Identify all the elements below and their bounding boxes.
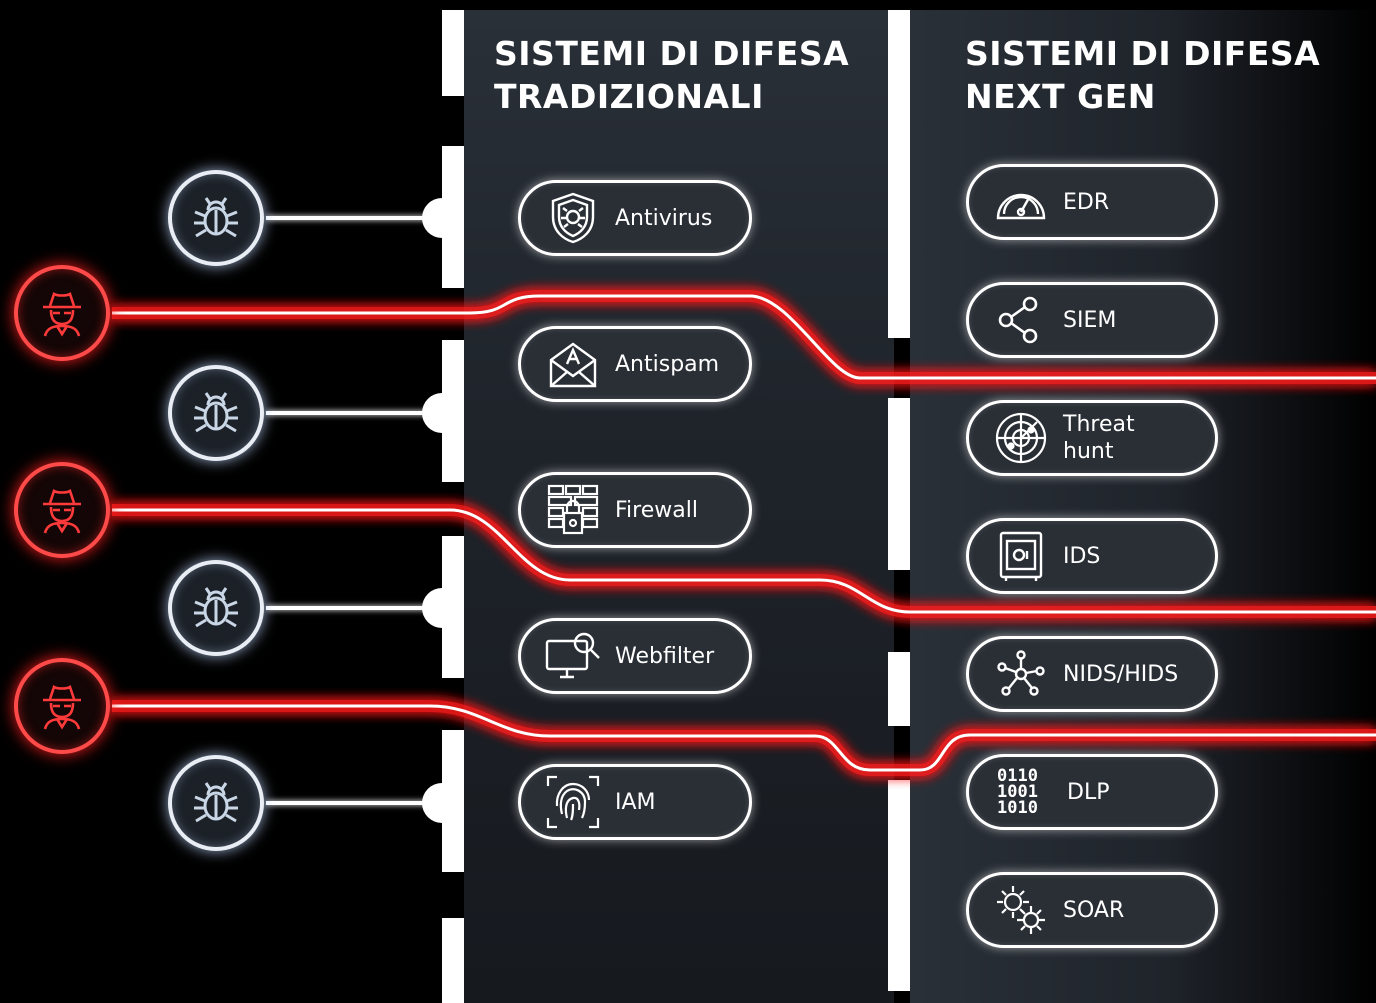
dlp-label: DLP [1067,779,1110,805]
iam-card: IAM [518,764,752,840]
hacker-threat-node [14,658,110,754]
binary-row: 1001 [997,782,1038,802]
monitor-search-icon [543,626,603,686]
antispam-label: Antispam [615,351,720,377]
traditional-rail-segment [442,730,464,872]
edr-card: EDR [966,164,1218,240]
speedometer-icon [991,172,1051,232]
siem-card: SIEM [966,282,1218,358]
binary-data-icon: 0110 1001 1010 [997,762,1051,822]
dlp-card: 0110 1001 1010 DLP [966,754,1218,830]
threat-hunt-label: Threat hunt [1063,412,1135,464]
nextgen-heading: SISTEMI DI DIFESA NEXT GEN [965,34,1321,116]
rail-notch [422,588,442,628]
iam-label: IAM [615,789,656,815]
nextgen-rail-segment [888,398,910,570]
antivirus-shield-icon [543,188,603,248]
ids-card: IDS [966,518,1218,594]
nextgen-rail-segment [888,652,910,726]
share-nodes-icon [991,290,1051,350]
network-hub-icon [991,644,1051,704]
spam-envelope-icon [543,334,603,394]
hacker-icon [43,488,81,534]
bug-threat-node [168,170,264,266]
bug-threat-node [168,560,264,656]
hacker-line [112,704,1376,772]
threat-hunt-card: Threat hunt [966,400,1218,476]
safe-icon [991,526,1051,586]
soar-card: SOAR [966,872,1218,948]
nids-hids-card: NIDS/HIDS [966,636,1218,712]
rail-notch [422,198,442,238]
bug-icon [194,197,238,238]
traditional-rail-segment [442,536,464,678]
traditional-rail-segment [442,340,464,482]
firewall-card: Firewall [518,472,752,548]
rail-notch [422,783,442,823]
nids-hids-label: NIDS/HIDS [1063,661,1179,687]
hacker-line [112,508,1376,614]
hacker-line [112,294,1376,380]
hacker-threat-node [14,265,110,361]
nextgen-rail-segment [888,780,910,991]
radar-icon [991,408,1051,468]
hacker-threat-node [14,462,110,558]
antivirus-card: Antivirus [518,180,752,256]
traditional-heading: SISTEMI DI DIFESA TRADIZIONALI [494,34,850,116]
bug-threat-node [168,365,264,461]
bug-icon [194,392,238,433]
traditional-rail-segment [442,918,464,1003]
traditional-rail-segment [442,10,464,96]
webfilter-card: Webfilter [518,618,752,694]
hacker-icon [43,684,81,730]
antivirus-label: Antivirus [615,205,713,231]
gears-icon [991,880,1051,940]
webfilter-label: Webfilter [615,643,715,669]
siem-label: SIEM [1063,307,1117,333]
soar-label: SOAR [1063,897,1125,923]
firewall-brick-icon [543,480,603,540]
edr-label: EDR [1063,189,1110,215]
traditional-rail-segment [442,146,464,288]
binary-row: 0110 [997,766,1038,786]
firewall-label: Firewall [615,497,698,523]
bug-icon [194,782,238,823]
rail-notch [422,393,442,433]
ids-label: IDS [1063,543,1101,569]
antispam-card: Antispam [518,326,752,402]
hacker-icon [43,291,81,337]
bug-icon [194,587,238,628]
nextgen-rail-segment [888,10,910,338]
binary-row: 1010 [997,798,1038,818]
fingerprint-icon [543,772,603,832]
bug-threat-node [168,755,264,851]
